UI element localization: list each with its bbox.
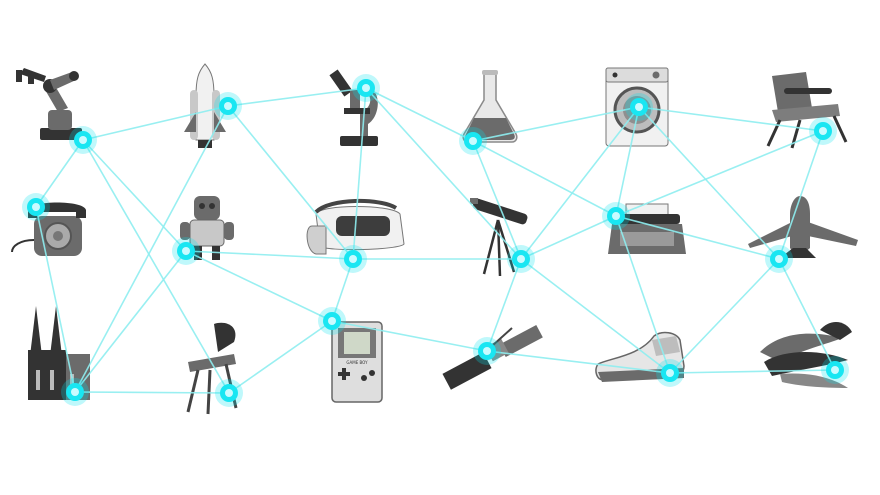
network-node [765, 245, 793, 273]
network-edge [331, 258, 354, 322]
network-edge [520, 215, 617, 260]
network-edge [365, 87, 522, 260]
network-node [69, 126, 97, 154]
rotary-telephone-icon [11, 202, 86, 256]
network-node [215, 379, 243, 407]
network-node [602, 202, 630, 230]
network-edge [638, 106, 780, 260]
network-node [473, 337, 501, 365]
network-edge [669, 258, 780, 374]
network-edge [486, 258, 522, 352]
network-edge [472, 140, 617, 217]
network-edge [35, 206, 76, 393]
network-edge [228, 320, 333, 394]
network-nodes [22, 74, 849, 407]
washing-machine-icon [605, 67, 669, 147]
network-node [61, 378, 89, 406]
network-node [809, 117, 837, 145]
network-edge [82, 139, 230, 394]
network-node [339, 245, 367, 273]
network-edge [352, 87, 367, 260]
network-edge [778, 130, 824, 260]
network-node [318, 307, 346, 335]
network-edge [35, 139, 84, 208]
network-node [459, 127, 487, 155]
network-node [507, 245, 535, 273]
network-edge [227, 87, 367, 107]
network-edge [615, 130, 824, 217]
network-node [656, 359, 684, 387]
network-edge [520, 106, 640, 260]
armchair-icon [766, 72, 848, 149]
network-node [22, 193, 50, 221]
network-edge [331, 320, 488, 352]
network-edge [82, 105, 229, 141]
telescope-icon [470, 198, 528, 277]
network-edges [35, 87, 836, 394]
network-edge [472, 106, 640, 142]
network-edge [74, 250, 187, 393]
typewriter-icon [608, 203, 686, 254]
handheld-game-console-icon: GAME BOY [331, 321, 383, 403]
network-edge [615, 215, 671, 374]
network-edge [365, 87, 474, 142]
airplane-icon [748, 196, 858, 258]
network-edge [520, 258, 671, 374]
console-label: GAME BOY [346, 360, 368, 365]
network-node [821, 356, 849, 384]
network-edge [227, 105, 354, 260]
network-edge [185, 250, 333, 322]
vr-headset-icon [306, 199, 405, 255]
network-node [625, 93, 653, 121]
network-edge [74, 391, 230, 394]
network-edge [778, 258, 836, 371]
network-edge [472, 140, 522, 260]
network-node [214, 92, 242, 120]
network-edge [638, 106, 824, 132]
network-edge [82, 139, 187, 252]
network-edge [74, 105, 229, 393]
network-edge [615, 106, 640, 217]
space-shuttle-icon [184, 63, 226, 148]
network-edge [669, 369, 836, 374]
network-edge [185, 250, 354, 260]
network-edge [615, 215, 780, 260]
network-edge [486, 350, 671, 374]
cathedral-icon [28, 306, 90, 400]
network-node [352, 74, 380, 102]
network-node [172, 237, 200, 265]
bird-of-paradise-flower-icon [760, 321, 852, 388]
robot-arm-icon [16, 68, 82, 140]
